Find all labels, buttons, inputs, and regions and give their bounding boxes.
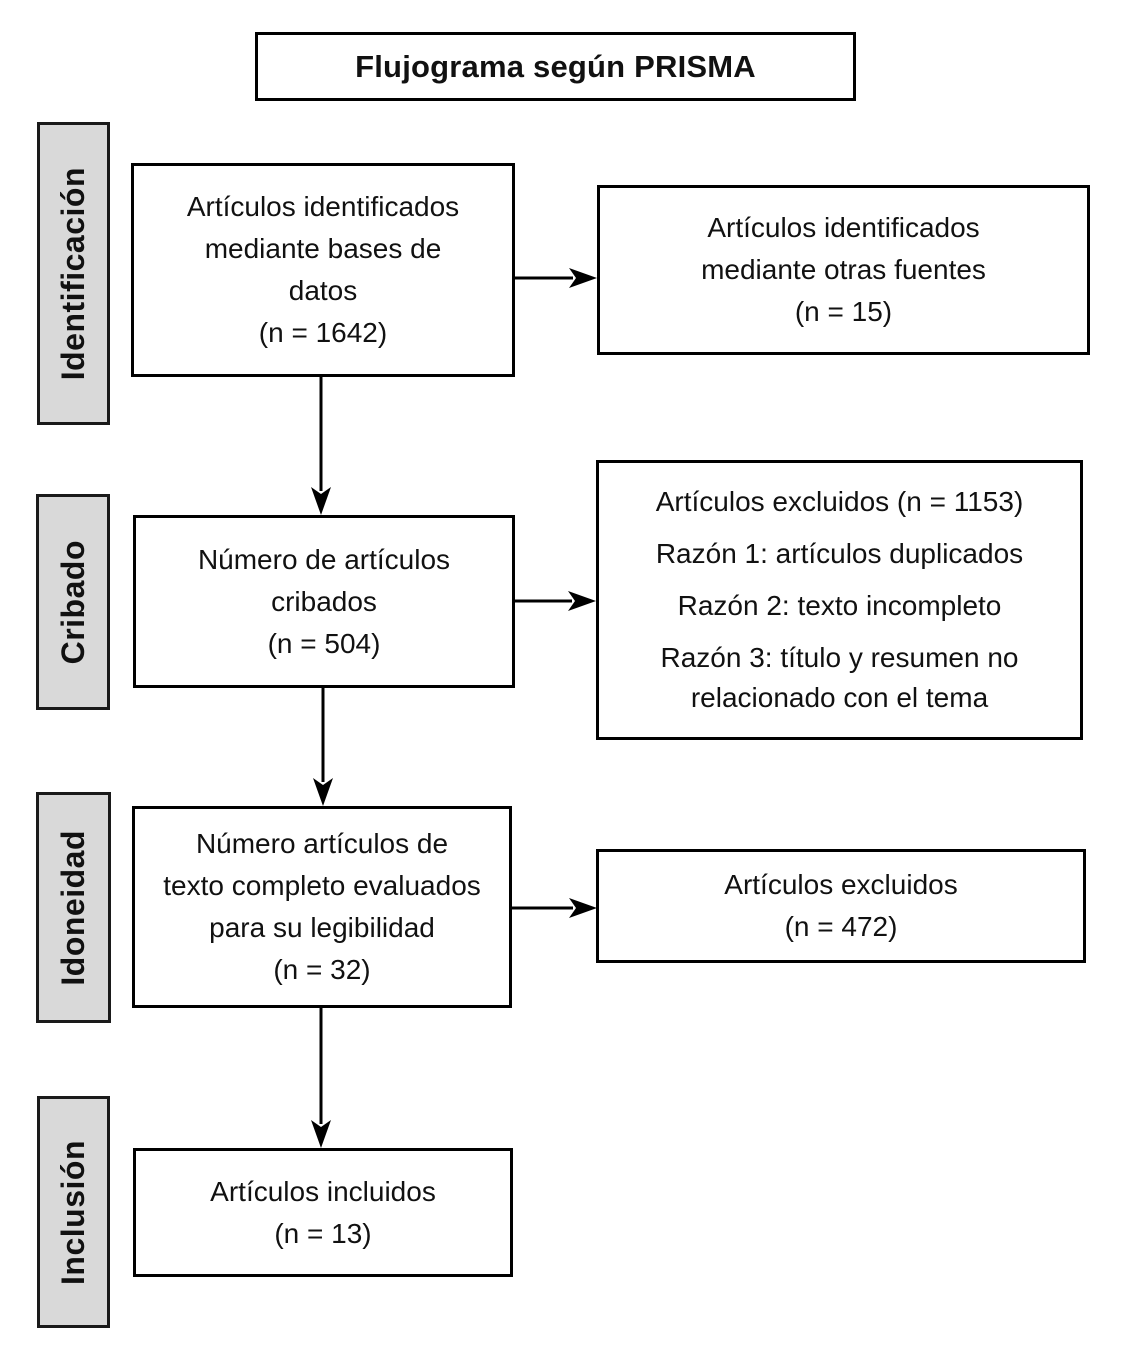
- stage-label-text: Identificación: [55, 166, 91, 381]
- exclusion-reason-1: Razón 1: artículos duplicados: [655, 538, 1024, 569]
- node-articles-excluded-fulltext: Artículos excluidos (n = 472): [596, 849, 1086, 963]
- stage-label-text: Idoneidad: [55, 829, 91, 986]
- arrow-right-db-to-other-sources: [515, 267, 597, 289]
- excluded-count-line: Artículos excluidos (n = 1153): [655, 486, 1024, 517]
- arrowhead-down-icon: [311, 1120, 331, 1148]
- text-line: texto completo evaluados: [163, 870, 481, 901]
- stage-label-eligibility: Idoneidad: [36, 792, 111, 1023]
- text-line: (n = 1642): [258, 317, 388, 348]
- text-line: Artículos identificados: [186, 191, 460, 222]
- stage-label-text: Inclusión: [55, 1139, 91, 1285]
- node-articles-screened: Número de artículos cribados (n = 504): [133, 515, 515, 688]
- text-line: (n = 472): [784, 911, 898, 942]
- arrowhead-right-icon: [568, 591, 596, 611]
- arrow-shaft: [515, 599, 572, 603]
- arrow-shaft: [319, 1008, 323, 1124]
- text-line: (n = 13): [274, 1217, 372, 1249]
- node-articles-included: Artículos incluidos (n = 13): [133, 1148, 513, 1277]
- arrowhead-right-icon: [569, 898, 597, 918]
- diagram-title-box: Flujograma según PRISMA: [255, 32, 856, 101]
- text-line: (n = 32): [273, 954, 371, 985]
- arrow-down-fulltext-to-included: [310, 1008, 332, 1148]
- arrow-right-screened-to-excluded: [515, 590, 596, 612]
- text-line: para su legibilidad: [209, 912, 435, 943]
- text-line: Artículos incluidos: [210, 1175, 436, 1207]
- arrowhead-right-icon: [569, 268, 597, 288]
- stage-label-text: Cribado: [54, 539, 91, 665]
- text-line: cribados: [271, 585, 377, 617]
- stage-label-inclusion: Inclusión: [37, 1096, 110, 1328]
- exclusion-reason-2: Razón 2: texto incompleto: [677, 590, 1002, 621]
- node-articles-identified-databases: Artículos identificados mediante bases d…: [131, 163, 515, 377]
- node-articles-identified-other-sources: Artículos identificados mediante otras f…: [597, 185, 1090, 355]
- arrow-shaft: [321, 688, 325, 782]
- text-line: Artículos identificados: [707, 212, 980, 243]
- text-line: datos: [288, 275, 358, 306]
- arrow-down-db-to-screened: [310, 377, 332, 515]
- exclusion-reason-3: Razón 3: título y resumen no relacionado…: [660, 642, 1019, 713]
- arrow-shaft: [515, 276, 573, 280]
- node-articles-excluded-screening: Artículos excluidos (n = 1153) Razón 1: …: [596, 460, 1083, 740]
- arrow-shaft: [512, 906, 573, 910]
- text-line: Artículos excluidos: [724, 869, 958, 900]
- text-line: (n = 15): [794, 296, 893, 327]
- arrow-right-fulltext-to-excluded: [512, 897, 597, 919]
- diagram-title: Flujograma según PRISMA: [355, 48, 756, 84]
- arrow-down-screened-to-fulltext: [312, 688, 334, 806]
- stage-label-identification: Identificación: [37, 122, 110, 425]
- text-line: mediante bases de: [204, 233, 442, 264]
- arrowhead-down-icon: [311, 487, 331, 515]
- arrow-shaft: [319, 377, 323, 491]
- text-line: Número artículos de: [195, 828, 449, 859]
- text-line: mediante otras fuentes: [701, 254, 986, 285]
- stage-label-screening: Cribado: [36, 494, 110, 710]
- text-line: Número de artículos: [197, 543, 451, 575]
- text-line: (n = 504): [267, 627, 381, 659]
- arrowhead-down-icon: [313, 778, 333, 806]
- node-fulltext-assessed: Número artículos de texto completo evalu…: [132, 806, 512, 1008]
